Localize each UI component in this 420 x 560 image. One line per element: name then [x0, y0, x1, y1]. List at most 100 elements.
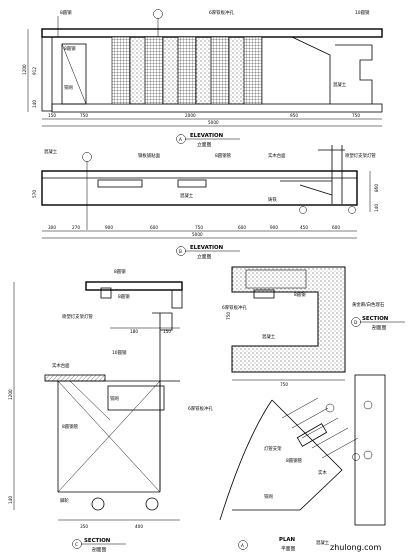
sect-subtitle: 剖面图 — [92, 546, 107, 553]
section-c: 8圆钢 喷塑灯支架灯管 8圆钢 10圆钢 实木台面 铁网 6厚铁板冲孔 8圆钢管… — [8, 268, 213, 553]
label-c-wood: 实木台面 — [52, 362, 70, 369]
dim-a-2: 750 — [80, 113, 88, 118]
plan-arc — [219, 399, 273, 521]
label-c-bar8: 8圆钢 — [118, 293, 130, 300]
detail-d-l-shape — [231, 266, 346, 373]
svg-text:600: 600 — [332, 225, 340, 230]
elev-b-plate-2 — [177, 179, 207, 188]
dim-a-v2: 912 — [32, 67, 37, 75]
svg-text:400: 400 — [135, 524, 143, 529]
dim-a-4: 950 — [290, 113, 298, 118]
dim-a-5: 750 — [352, 113, 360, 118]
svg-text:570: 570 — [32, 190, 37, 198]
svg-text:1200: 1200 — [8, 389, 13, 400]
svg-text:860: 860 — [374, 184, 379, 192]
elev-a-subtitle: 立面图 — [197, 141, 212, 148]
elev-a-ref-circle — [153, 9, 163, 19]
label-perforated: 6厚铁板冲孔 — [209, 9, 234, 16]
label-steel-tube-2: 8圆钢 — [64, 45, 76, 52]
svg-text:450: 450 — [300, 225, 308, 230]
label-bar: 10圆钢 — [355, 9, 370, 16]
sect-lamp-box — [100, 287, 112, 299]
label-c-tube2: 8圆钢管 — [62, 423, 79, 430]
svg-text:D: D — [354, 320, 357, 325]
elev-a-frame-left — [61, 43, 87, 105]
sect-caster-left — [91, 497, 105, 511]
svg-text:140: 140 — [374, 204, 379, 212]
plan-title: PLAN — [279, 537, 296, 543]
dim-a-3: 2000 — [185, 113, 196, 118]
svg-text:150: 150 — [163, 329, 171, 334]
label-b-concrete-m: 混凝土 — [180, 192, 194, 199]
svg-text:300: 300 — [48, 225, 56, 230]
label-b-wood: 实木台面 — [268, 152, 286, 159]
svg-text:B: B — [179, 249, 182, 254]
elev-a-panel-4 — [210, 36, 230, 105]
sect-top-slab — [85, 281, 183, 291]
label-plan-concrete: 混凝土 — [316, 539, 330, 546]
svg-text:A: A — [241, 543, 244, 548]
svg-text:C: C — [75, 542, 78, 547]
sect-title: SECTION — [84, 538, 111, 544]
svg-text:600: 600 — [150, 225, 158, 230]
elev-b-lamp-stand — [280, 145, 345, 204]
elev-b-plate-1 — [97, 179, 143, 188]
plan-bars — [281, 397, 359, 459]
sect-wood-top — [44, 374, 106, 382]
label-b-tube: 8圆钢管 — [215, 152, 232, 159]
label-d-concrete: 混凝土 — [262, 333, 276, 340]
elev-a-panel-2 — [144, 36, 164, 105]
svg-text:A: A — [179, 137, 182, 142]
label-b-concrete: 混凝土 — [44, 148, 58, 155]
label-steel-tube: 8圆钢 — [60, 9, 72, 16]
svg-text:900: 900 — [270, 225, 278, 230]
elevation-b: 混凝土 钢板铺贴面 8圆钢管 实木台面 喷塑灯支架灯管 混凝土 铸铁 300 2… — [32, 145, 379, 260]
elev-a-base — [51, 103, 383, 113]
sect-caster-right — [145, 497, 159, 511]
svg-text:750: 750 — [195, 225, 203, 230]
svg-text:750: 750 — [226, 312, 231, 320]
svg-text:350: 350 — [80, 524, 88, 529]
dim-a-total: 5000 — [208, 120, 219, 125]
elev-a-bench — [335, 44, 373, 104]
sect-cross — [57, 380, 161, 493]
label-mesh: 铁网 — [64, 84, 73, 91]
label-d-perforated: 6厚铁板冲孔 — [222, 304, 247, 311]
label-c-tube: 8圆钢 — [114, 268, 126, 275]
dim-a-1: 150 — [48, 113, 56, 118]
label-plan-mesh: 铁网 — [264, 493, 273, 500]
plan-view: 灯管支架 8圆钢管 实木 铁网 混凝土 A PLAN 平面图 — [219, 374, 386, 552]
plan-marker — [238, 540, 248, 550]
label-plan-bar: 8圆钢管 — [286, 457, 303, 464]
detail-d-subtitle: 剖面图 — [372, 324, 387, 331]
svg-text:180: 180 — [130, 329, 138, 334]
svg-text:750: 750 — [280, 382, 288, 387]
svg-text:900: 900 — [105, 225, 113, 230]
dim-a-v3: 140 — [32, 100, 37, 108]
svg-text:140: 140 — [8, 496, 13, 504]
plan-side-panel — [354, 374, 386, 526]
elev-a-left-post — [41, 36, 53, 112]
elev-a-panel-5 — [243, 36, 263, 105]
elevation-a: 8圆钢 6厚铁板冲孔 10圆钢 8圆钢 铁网 混凝土 150 750 2000 … — [22, 9, 383, 148]
detail-d-title: SECTION — [362, 316, 389, 322]
label-c-perforated: 6厚铁板冲孔 — [188, 405, 213, 412]
label-plan-lamp: 灯管支架 — [264, 445, 282, 452]
elev-b-dims: 300 270 900 600 750 600 900 450 600 5000 — [48, 225, 340, 237]
label-concrete: 混凝土 — [333, 81, 347, 88]
sect-column — [152, 312, 173, 490]
elev-a-diagonal — [291, 36, 331, 104]
elev-a-panel-3 — [177, 36, 197, 105]
label-c-caster: 脚轮 — [60, 497, 69, 504]
svg-text:5000: 5000 — [192, 232, 203, 237]
detail-d: 8圆钢 黄金麻/白色理石 6厚铁板冲孔 混凝土 750 750 D SECTIO… — [222, 266, 405, 387]
label-plan-wood: 实木 — [318, 469, 327, 476]
label-b-plate: 钢板铺贴面 — [138, 152, 161, 159]
label-b-bar: 铸铁 — [268, 196, 277, 203]
elev-b-counter — [41, 170, 358, 206]
label-d-stone: 黄金麻/白色理石 — [352, 301, 385, 308]
elev-b-title: ELEVATION — [190, 245, 224, 251]
label-c-mesh: 铁网 — [110, 395, 119, 402]
label-d-bar: 8圆钢 — [294, 291, 306, 298]
